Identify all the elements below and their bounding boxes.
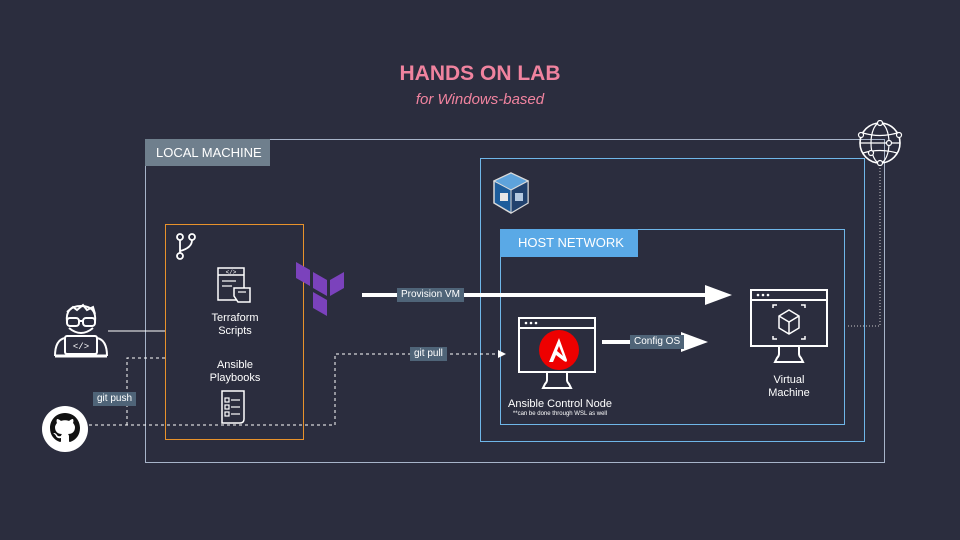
page-title: HANDS ON LAB (399, 62, 561, 85)
svg-text:</>: </> (226, 269, 237, 276)
repository-container (165, 224, 304, 440)
host-network-label: HOST NETWORK (500, 229, 638, 257)
virtual-machine-label: Virtual Machine (768, 374, 810, 399)
code-file-icon: </> (217, 267, 251, 303)
config-os-label: Config OS (630, 335, 685, 349)
host-network-container (500, 229, 845, 425)
github-icon (42, 406, 88, 452)
globe-icon (857, 120, 903, 166)
local-machine-container (145, 139, 885, 463)
ansible-icon (539, 330, 579, 370)
developer-icon: </> (54, 303, 108, 358)
ansible-wsl-note: **can be done through WSL as well (512, 411, 608, 417)
vm-monitor-icon (750, 289, 828, 363)
git-push-label: git push (93, 392, 137, 406)
virtualbox-icon (492, 172, 530, 214)
playbook-icon (221, 390, 245, 424)
provision-vm-label: Provision VM (397, 288, 464, 302)
ansible-control-node-label: Ansible Control Node (508, 398, 612, 410)
git-pull-line (89, 350, 506, 426)
git-push-line (126, 357, 165, 425)
ansible-control-node-monitor-icon (518, 317, 596, 389)
git-branch-icon (176, 233, 196, 260)
svg-text:</>: </> (73, 342, 89, 352)
virtualbox-container (480, 158, 865, 442)
ansible-playbooks-label: Ansible Playbooks (209, 359, 261, 384)
terraform-scripts-label: Terraform Scripts (211, 312, 259, 337)
git-pull-label: git pull (410, 347, 447, 361)
terraform-icon (296, 262, 344, 316)
local-machine-label: LOCAL MACHINE (145, 139, 270, 166)
internet-line (846, 165, 881, 327)
page-subtitle: for Windows-based (415, 91, 545, 108)
